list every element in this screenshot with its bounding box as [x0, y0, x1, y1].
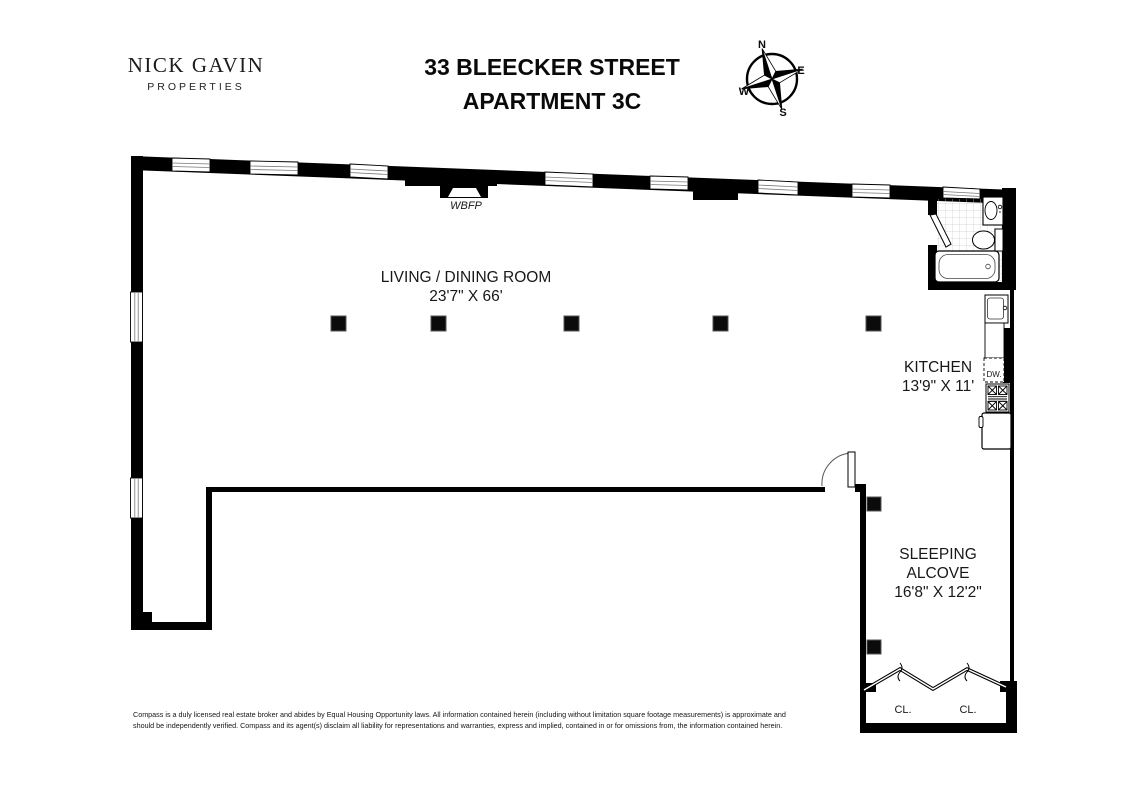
logo-subtitle: PROPERTIES: [147, 81, 245, 93]
window-icon: [249, 160, 299, 176]
refrigerator: [978, 412, 1012, 450]
disclaimer-line2: should be independently verified. Compas…: [133, 720, 783, 730]
compass-north-label: N: [758, 39, 766, 51]
brand-logo: NICK GAVIN PROPERTIES: [128, 53, 265, 93]
room-dims: 13'9" X 11': [901, 378, 975, 395]
room-name: SLEEPING: [899, 546, 977, 563]
kitchen-sink: [984, 294, 1009, 324]
closet-bottom-wall: [860, 723, 1017, 733]
room-name: KITCHEN: [903, 359, 973, 376]
kitchen-label: KITCHEN 13'9" X 11': [902, 358, 974, 396]
window-icon: [130, 291, 143, 343]
alcove-door: [821, 451, 856, 488]
column-icon: [563, 315, 580, 332]
room-name: LIVING / DINING ROOM: [380, 269, 552, 286]
alcove-left-wall: [860, 487, 866, 733]
column-icon: [330, 315, 347, 332]
room-dims: 16'8" X 12'2": [894, 584, 982, 601]
door-leaf: [847, 451, 856, 488]
bathroom-bottom-wall: [928, 282, 1016, 290]
left-windows: [130, 291, 143, 519]
interior-horizontal-wall: [206, 487, 825, 492]
firebox-opening: [448, 188, 481, 197]
column-icon: [865, 315, 882, 332]
right-wall: [1010, 287, 1014, 687]
window-icon: [349, 163, 389, 180]
bathroom-left-wall-lower: [928, 245, 937, 282]
room-dims: 23'7" X 66': [429, 288, 503, 305]
page-title: 33 BLEECKER STREET APARTMENT 3C: [424, 50, 680, 118]
bathroom: [929, 196, 1004, 283]
bottom-left-wall: [131, 622, 212, 630]
column-icon: [866, 639, 882, 655]
window-icon: [544, 171, 594, 188]
kitchen-counter: [984, 322, 1005, 359]
bathroom-door: [929, 213, 952, 248]
kitchen-appliances: [978, 294, 1012, 450]
sleeping-alcove-label: SLEEPING ALCOVE 16'8" X 12'2": [894, 545, 982, 602]
right-wall-lower: [1006, 681, 1017, 733]
bathtub: [934, 250, 1000, 283]
bathroom-sink: [982, 196, 1004, 226]
disclaimer-text: Compass is a duly licensed real estate b…: [133, 710, 786, 731]
door-swing-arc: [821, 452, 852, 487]
room-name: ALCOVE: [906, 565, 970, 582]
compass-south-label: S: [779, 107, 786, 119]
interior-vertical-wall-left: [206, 487, 212, 630]
toilet: [972, 228, 1004, 252]
bathroom-left-wall-upper: [928, 197, 937, 215]
window-icon: [130, 477, 143, 519]
left-wall: [131, 156, 143, 630]
compass-west-label: W: [739, 86, 750, 98]
columns: [330, 315, 882, 655]
column-icon: [712, 315, 729, 332]
living-dining-label: LIVING / DINING ROOM 23'7" X 66': [381, 268, 552, 306]
bifold-doors: [863, 662, 1007, 692]
dishwasher-label: DW.: [986, 370, 1002, 379]
disclaimer-line1: Compass is a duly licensed real estate b…: [133, 710, 786, 719]
column-icon: [430, 315, 447, 332]
bathroom-right-wall: [1002, 188, 1016, 290]
title-address: 33 BLEECKER STREET: [424, 54, 680, 80]
kitchen-wall-segment: [1003, 328, 1012, 383]
closet-right-label: CL.: [959, 704, 977, 716]
window-icon: [649, 175, 689, 191]
compass-rose-icon: N E W S: [739, 39, 805, 119]
title-apartment: APARTMENT 3C: [462, 88, 642, 114]
window-icon: [757, 179, 799, 196]
dishwasher: [983, 357, 1005, 383]
top-window-mullions: [171, 162, 981, 197]
bifold-hinge-mark: [897, 662, 903, 682]
interior-walls: [206, 188, 1016, 733]
bifold-hinge-mark: [964, 662, 970, 682]
window-icon: [171, 157, 211, 173]
range-burners: [985, 383, 1010, 413]
exterior-walls: [131, 156, 1017, 733]
closet-left-label: CL.: [894, 704, 912, 716]
fireplace: [405, 178, 497, 198]
window-icon: [851, 183, 891, 199]
column-icon: [866, 496, 882, 512]
compass-east-label: E: [797, 65, 804, 77]
top-wall-pier: [693, 188, 738, 200]
fireplace-label: WBFP: [450, 200, 482, 212]
logo-name: NICK GAVIN: [127, 53, 265, 77]
